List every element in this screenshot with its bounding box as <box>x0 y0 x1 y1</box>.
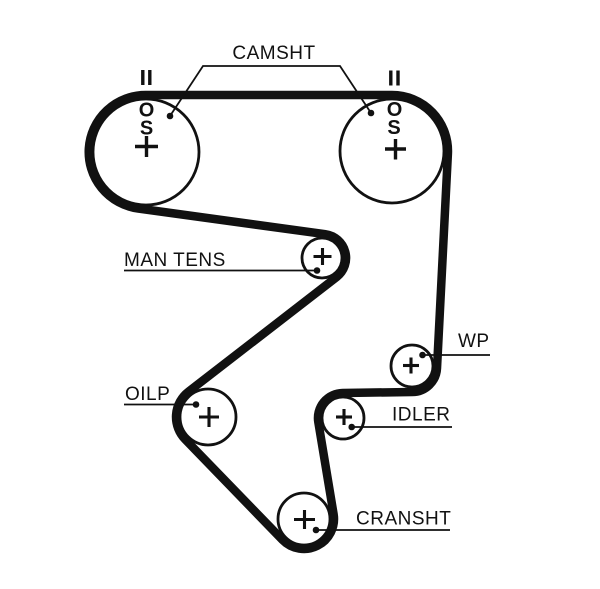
camshaft-label-leader <box>166 65 375 120</box>
crankshaft-label-leader <box>312 526 450 534</box>
camshaft-left-center-mark <box>135 136 158 157</box>
cam-right-letter-s: S <box>387 117 400 139</box>
crankshaft-center-mark <box>294 510 315 529</box>
camshaft-right-center-mark <box>385 139 406 160</box>
oil-pump-center-mark <box>199 407 219 427</box>
idler-center-mark <box>336 409 352 425</box>
cam-left-letter-o: O <box>139 100 155 122</box>
timing-mark-II-left <box>141 70 152 85</box>
leader-dot-crankshaft <box>312 526 320 534</box>
cam-left-letter-s: S <box>140 118 153 140</box>
leader-dot-cam-right <box>367 109 375 117</box>
label-crankshaft: CRANSHT <box>356 509 451 530</box>
oil-pump-label-leader <box>124 401 200 408</box>
leader-dot-oil-pump <box>192 401 200 408</box>
cam-right-letter-o: O <box>387 99 403 121</box>
leader-dot-water-pump <box>419 351 426 359</box>
water-pump-label-leader <box>419 351 490 359</box>
label-camshafts: CAMSHT <box>232 43 315 64</box>
label-oil-pump: OILP <box>125 384 170 405</box>
leader-dot-cam-left <box>166 112 174 120</box>
label-water-pump: WP <box>458 331 490 352</box>
leader-dot-tensioner <box>313 267 321 274</box>
label-tensioner: MAN TENS <box>124 250 226 271</box>
leader-dot-idler <box>348 423 356 431</box>
idler-label-leader <box>348 423 452 431</box>
tensioner-center-mark <box>313 248 332 265</box>
tensioner-label-leader <box>124 267 321 274</box>
water-pump-center-mark <box>403 357 419 374</box>
timing-mark-II-right <box>389 70 400 86</box>
label-idler: IDLER <box>392 405 450 426</box>
timing-belt <box>84 90 453 554</box>
